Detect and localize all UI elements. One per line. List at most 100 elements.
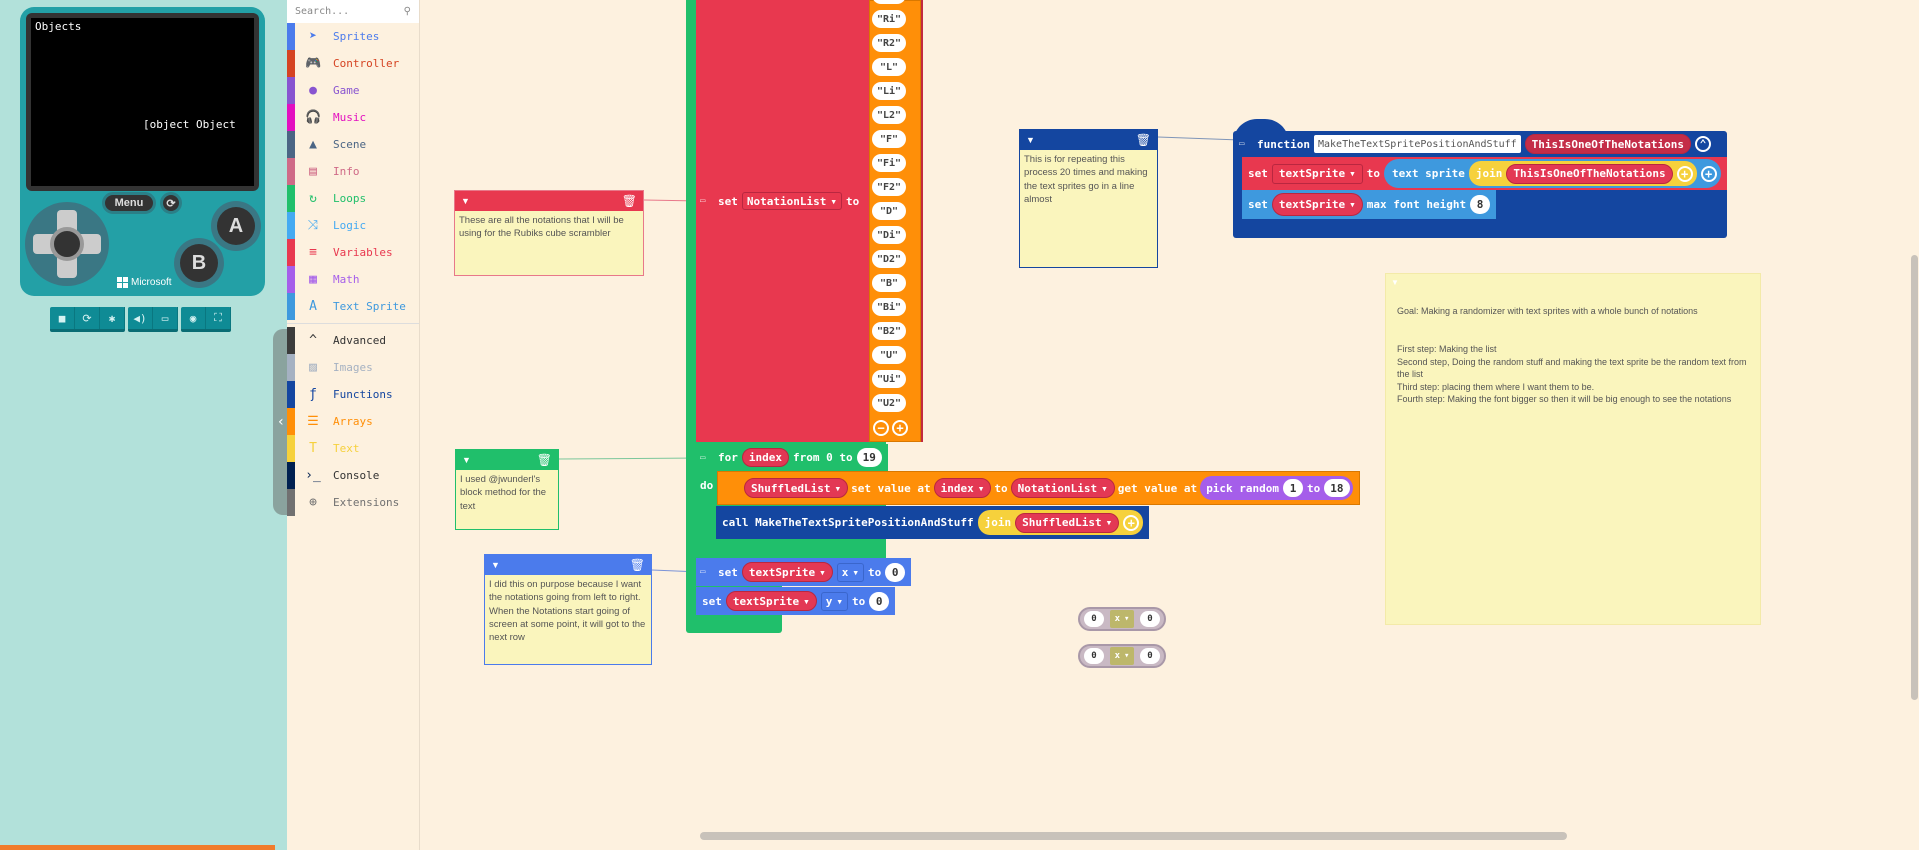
text-sprite-dropdown[interactable]: textSprite▾ (1271, 193, 1363, 216)
vertical-scrollbar[interactable] (1911, 255, 1918, 700)
x-value-input[interactable]: 0 (885, 562, 906, 582)
comparison-reporter[interactable]: 0 x▾ 0 (1078, 644, 1166, 668)
toolbox-category-loops[interactable]: ↻Loops (287, 185, 419, 212)
toolbox-category-info[interactable]: ▤Info (287, 158, 419, 185)
font-height-input[interactable]: 8 (1470, 195, 1491, 214)
text-sprite-dropdown[interactable]: textSprite▾ (1271, 163, 1363, 184)
set-text-sprite-block[interactable]: set textSprite▾ to text sprite join This… (1242, 157, 1727, 190)
index-dropdown[interactable]: index▾ (933, 478, 992, 498)
notation-string[interactable]: "Ri" (872, 10, 906, 28)
collapse-caret-icon[interactable]: ▼ (1391, 278, 1399, 287)
comment-jwunderl[interactable]: ▼🗑 I used @jwunderl's block method for t… (455, 449, 559, 530)
random-max-input[interactable]: 18 (1324, 479, 1350, 497)
pick-random-block[interactable]: pick random 1 to 18 (1200, 476, 1353, 500)
search-input[interactable]: Search...⚲ (287, 0, 419, 23)
left-operand[interactable]: 0 (1084, 611, 1104, 627)
keyboard-icon[interactable]: ▭ (153, 307, 178, 329)
notation-string[interactable]: "F" (872, 130, 906, 148)
notation-string[interactable]: "Di" (872, 226, 906, 244)
text-sprite-dropdown[interactable]: textSprite▾ (725, 591, 817, 611)
comment-notations[interactable]: ▼🗑 These are all the notations that I wi… (454, 190, 644, 276)
menu-button[interactable]: Menu (102, 192, 156, 214)
function-param[interactable]: ThisIsOneOfTheNotations (1524, 134, 1691, 154)
toolbox-category-extensions[interactable]: ⊕Extensions (287, 489, 419, 516)
collapse-caret-icon[interactable]: ▼ (462, 455, 471, 465)
notation-string[interactable]: "R" (872, 0, 906, 4)
trash-icon[interactable]: 🗑 (621, 194, 637, 208)
join-block[interactable]: join ThisIsOneOfTheNotations + (1468, 161, 1697, 186)
right-operand[interactable]: 0 (1140, 611, 1160, 627)
collapse-caret-icon[interactable]: ▼ (491, 560, 500, 570)
b-button[interactable]: B (174, 238, 224, 288)
operator-dropdown[interactable]: x▾ (1110, 610, 1134, 628)
comment-goal[interactable]: ▼ Goal: Making a randomizer with text sp… (1385, 273, 1761, 625)
notation-string[interactable]: "U" (872, 346, 906, 364)
toolbox-category-music[interactable]: 🎧Music (287, 104, 419, 131)
index-variable[interactable]: index (741, 448, 789, 467)
toolbox-category-console[interactable]: ›_Console (287, 462, 419, 489)
add-join-icon[interactable]: + (1676, 165, 1693, 182)
sound-icon[interactable]: ◀) (128, 307, 153, 329)
function-definition-block[interactable]: ▭ function MakeTheTextSpritePositionAndS… (1233, 131, 1727, 238)
a-button[interactable]: A (211, 201, 261, 251)
param-reporter[interactable]: ThisIsOneOfTheNotations (1506, 163, 1673, 184)
text-sprite-dropdown[interactable]: textSprite▾ (741, 562, 833, 582)
comment-repeat[interactable]: ▼🗑 This is for repeating this process 20… (1019, 129, 1158, 268)
notation-string[interactable]: "D" (872, 202, 906, 220)
notation-string[interactable]: "F2" (872, 178, 906, 196)
y-value-input[interactable]: 0 (869, 591, 890, 611)
comment-icon[interactable]: ▭ (700, 196, 706, 206)
collapse-simulator-button[interactable]: ‹ (273, 329, 289, 515)
add-arg-icon[interactable]: + (1700, 165, 1717, 182)
set-value-at-block[interactable]: ShuffledList▾ set value at index▾ to Not… (717, 471, 1360, 505)
horizontal-scrollbar[interactable] (700, 832, 1567, 840)
comment-icon[interactable]: ▭ (1239, 139, 1245, 149)
notation-string[interactable]: "Ui" (872, 370, 906, 388)
toolbox-category-arrays[interactable]: ☰Arrays (287, 408, 419, 435)
left-operand[interactable]: 0 (1084, 648, 1104, 664)
fullscreen-icon[interactable]: ⛶ (206, 307, 231, 329)
dpad[interactable] (25, 202, 109, 286)
notation-string[interactable]: "Li" (872, 82, 906, 100)
add-join-icon[interactable]: + (1123, 514, 1140, 531)
collapse-caret-icon[interactable]: ▼ (461, 196, 470, 206)
toolbox-category-advanced[interactable]: ^Advanced (287, 327, 419, 354)
add-item-icon[interactable]: + (892, 420, 908, 436)
trash-icon[interactable]: 🗑 (629, 558, 645, 572)
shuffled-list-arg-dropdown[interactable]: ShuffledList▾ (1015, 512, 1120, 533)
toolbox-category-controller[interactable]: 🎮Controller (287, 50, 419, 77)
notation-string[interactable]: "D2" (872, 250, 906, 268)
comment-icon[interactable]: ▭ (700, 452, 706, 463)
notation-list-var-dropdown[interactable]: NotationList▾ (1010, 478, 1115, 498)
y-property-dropdown[interactable]: y▾ (820, 591, 848, 611)
notation-string[interactable]: "Bi" (872, 298, 906, 316)
text-sprite-create-block[interactable]: text sprite join ThisIsOneOfTheNotations… (1383, 159, 1721, 188)
comment-purpose[interactable]: ▼🗑 I did this on purpose because I want … (484, 554, 652, 665)
toolbox-category-sprites[interactable]: ➤Sprites (287, 23, 419, 50)
restart-sim-icon[interactable]: ⟳ (75, 307, 100, 329)
debug-icon[interactable]: ✱ (100, 307, 125, 329)
notation-string[interactable]: "L" (872, 58, 906, 76)
collapse-caret-icon[interactable]: ▼ (1026, 135, 1035, 145)
toolbox-category-game[interactable]: ●Game (287, 77, 419, 104)
game-screen[interactable]: Objects [object Object (31, 18, 254, 186)
toolbox-category-variables[interactable]: ≡Variables (287, 239, 419, 266)
join-block[interactable]: join ShuffledList▾ + (977, 510, 1144, 535)
toolbox-category-logic[interactable]: ⤨Logic (287, 212, 419, 239)
notation-string[interactable]: "Fi" (872, 154, 906, 172)
toolbox-category-images[interactable]: ▨Images (287, 354, 419, 381)
trash-icon[interactable]: 🗑 (536, 453, 552, 467)
restart-icon[interactable]: ⟳ (160, 192, 182, 214)
collapse-params-icon[interactable]: ⌃ (1695, 136, 1711, 152)
stop-icon[interactable]: ■ (50, 307, 75, 329)
set-x-block[interactable]: ▭ set textSprite▾ x▾ to 0 (696, 558, 912, 586)
loop-end-input[interactable]: 19 (856, 448, 882, 467)
random-min-input[interactable]: 1 (1283, 479, 1304, 497)
shuffled-list-dropdown[interactable]: ShuffledList▾ (744, 478, 849, 498)
notation-string[interactable]: "R2" (872, 34, 906, 52)
notation-string[interactable]: "U2" (872, 394, 906, 412)
comparison-reporter[interactable]: 0 x▾ 0 (1078, 607, 1166, 631)
